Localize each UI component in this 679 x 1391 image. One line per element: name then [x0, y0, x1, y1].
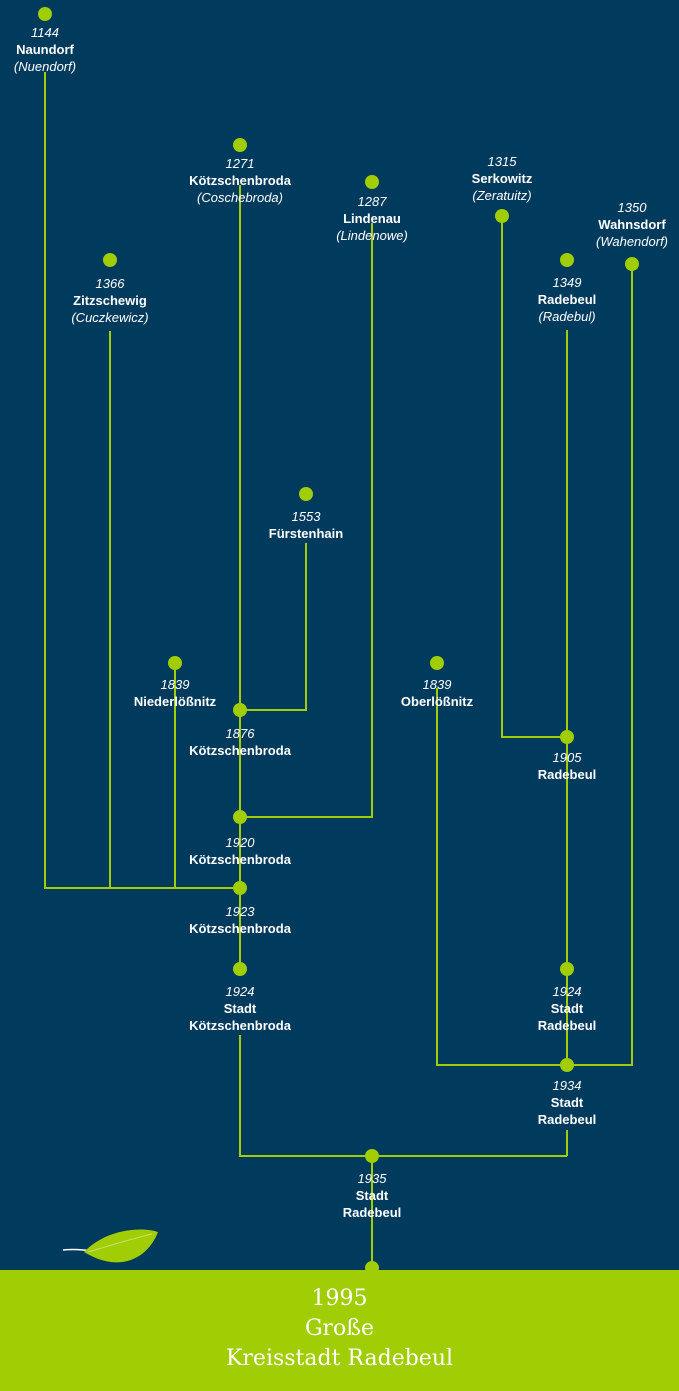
- node-dot-k1920: [233, 810, 247, 824]
- node-name: Radebeul: [342, 1205, 402, 1220]
- node-dot-oberloessnitz: [430, 656, 444, 670]
- connector-wahnsdorf: [567, 264, 633, 1066]
- node-zitzschewig: 1366 Zitzschewig (Cuczkewicz): [71, 275, 148, 326]
- leaf-icon: [62, 1229, 158, 1263]
- connector-lindenau: [240, 223, 373, 818]
- node-year: 1349: [552, 275, 582, 290]
- node-year: 1144: [31, 25, 59, 40]
- node-year: 1553: [291, 509, 321, 524]
- footer-band: [0, 1270, 679, 1391]
- node-name: Lindenau: [343, 211, 401, 226]
- node-wahnsdorf: 1350 Wahnsdorf (Wahendorf): [596, 199, 668, 250]
- node-name: Niederlößnitz: [133, 694, 217, 709]
- node-fuerstenhain: 1553 Fürstenhain: [269, 508, 343, 542]
- node-koetzschenbroda: 1271 Kötzschenbroda (Coschebroda): [189, 155, 291, 206]
- node-name: Stadt: [355, 1188, 389, 1203]
- node-name: Kötzschenbroda: [189, 173, 291, 188]
- node-year: 1876: [225, 726, 255, 741]
- node-name: Radebeul: [537, 1018, 597, 1033]
- node-dot-r1924: [560, 962, 574, 976]
- node-old-name: (Coschebroda): [197, 190, 283, 205]
- node-dot-wahnsdorf: [625, 257, 639, 271]
- node-name: Kötzschenbroda: [189, 743, 291, 758]
- node-dot-k1924: [233, 962, 247, 976]
- node-radebeul: 1349 Radebeul (Radebul): [538, 274, 597, 325]
- node-dot-serkowitz: [495, 209, 509, 223]
- node-old-name: (Cuczkewicz): [71, 310, 149, 325]
- connector-k1924-1935: [239, 1035, 567, 1157]
- node-name: Stadt: [223, 1001, 257, 1016]
- node-name: Oberlößnitz: [400, 694, 474, 709]
- node-dot-koetzschenbroda: [233, 138, 247, 152]
- node-dot-lindenau: [365, 175, 379, 189]
- node-name: Kötzschenbroda: [189, 852, 291, 867]
- node-name: Stadt: [550, 1095, 584, 1110]
- node-stadt-radebeul-1934: 1934 Stadt Radebeul: [538, 1077, 597, 1128]
- node-year: 1924: [552, 984, 582, 999]
- node-dot-r1935: [365, 1149, 379, 1163]
- node-stadt-koetzschenbroda-1924: 1924 Stadt Kötzschenbroda: [189, 983, 291, 1034]
- node-year: 1350: [617, 200, 647, 215]
- node-dot-zitzschewig: [103, 253, 117, 267]
- node-oberloessnitz: 1839 Oberlößnitz: [401, 676, 473, 710]
- node-lindenau: 1287 Lindenau (Lindenowe): [336, 193, 408, 244]
- node-year: 1920: [225, 835, 255, 850]
- node-dot-r1934: [560, 1058, 574, 1072]
- node-old-name: (Zeratuitz): [472, 188, 532, 203]
- node-name: Radebeul: [537, 767, 597, 782]
- node-year: 1924: [225, 984, 255, 999]
- node-year: 1935: [357, 1171, 387, 1186]
- node-dot-naundorf: [38, 7, 52, 21]
- node-naundorf: 1144 Naundorf (Nuendorf): [14, 24, 76, 75]
- node-koetzschenbroda-1923: 1923 Kötzschenbroda: [189, 903, 291, 937]
- node-year: 1905: [552, 750, 582, 765]
- connector-oberloessnitz: [436, 688, 567, 1066]
- node-name: Wahnsdorf: [598, 217, 666, 232]
- node-dot-niederloessnitz: [168, 656, 182, 670]
- node-old-name: (Nuendorf): [13, 59, 77, 74]
- footer-line1: Große: [304, 1316, 375, 1341]
- node-name: Kötzschenbroda: [189, 1018, 291, 1033]
- node-dot-fuerstenhain: [299, 487, 313, 501]
- node-radebeul-1905: 1905 Radebeul: [538, 749, 597, 783]
- node-name: Fürstenhain: [268, 526, 344, 541]
- node-dot-k1923: [233, 881, 247, 895]
- node-koetzschenbroda-1876: 1876 Kötzschenbroda: [189, 725, 291, 759]
- node-name: Zitzschewig: [73, 293, 147, 308]
- node-old-name: (Wahendorf): [595, 234, 669, 249]
- node-year: 1839: [160, 677, 190, 692]
- connector-fuerstenhain: [240, 543, 307, 711]
- node-stadt-radebeul-1924: 1924 Stadt Radebeul: [538, 983, 597, 1034]
- node-old-name: (Lindenowe): [336, 228, 408, 243]
- node-stadt-radebeul-1935: 1935 Stadt Radebeul: [343, 1170, 402, 1221]
- node-old-name: (Radebul): [538, 309, 596, 324]
- node-dot-r1905: [560, 730, 574, 744]
- footer-title: 1995 Große Kreisstadt Radebeul: [0, 1284, 679, 1374]
- node-dot-radebeul: [560, 253, 574, 267]
- footer-line2: Kreisstadt Radebeul: [225, 1346, 454, 1371]
- node-name: Serkowitz: [471, 171, 533, 186]
- node-year: 1287: [357, 194, 387, 209]
- node-niederloessnitz: 1839 Niederlößnitz: [134, 676, 216, 710]
- node-dot-k1876: [233, 703, 247, 717]
- node-name: Radebeul: [537, 1112, 597, 1127]
- node-name: Stadt: [550, 1001, 584, 1016]
- node-serkowitz: 1315 Serkowitz (Zeratuitz): [472, 153, 533, 204]
- footer-year: 1995: [311, 1286, 368, 1311]
- node-name: Radebeul: [537, 292, 597, 307]
- node-year: 1366: [95, 276, 125, 291]
- node-name: Kötzschenbroda: [189, 921, 291, 936]
- node-year: 1315: [487, 154, 517, 169]
- connector-serkowitz: [501, 216, 567, 738]
- node-koetzschenbroda-1920: 1920 Kötzschenbroda: [189, 834, 291, 868]
- node-year: 1923: [225, 904, 255, 919]
- node-name: Naundorf: [16, 42, 74, 57]
- node-year: 1839: [422, 677, 452, 692]
- node-year: 1271: [225, 156, 255, 171]
- node-year: 1934: [552, 1078, 582, 1093]
